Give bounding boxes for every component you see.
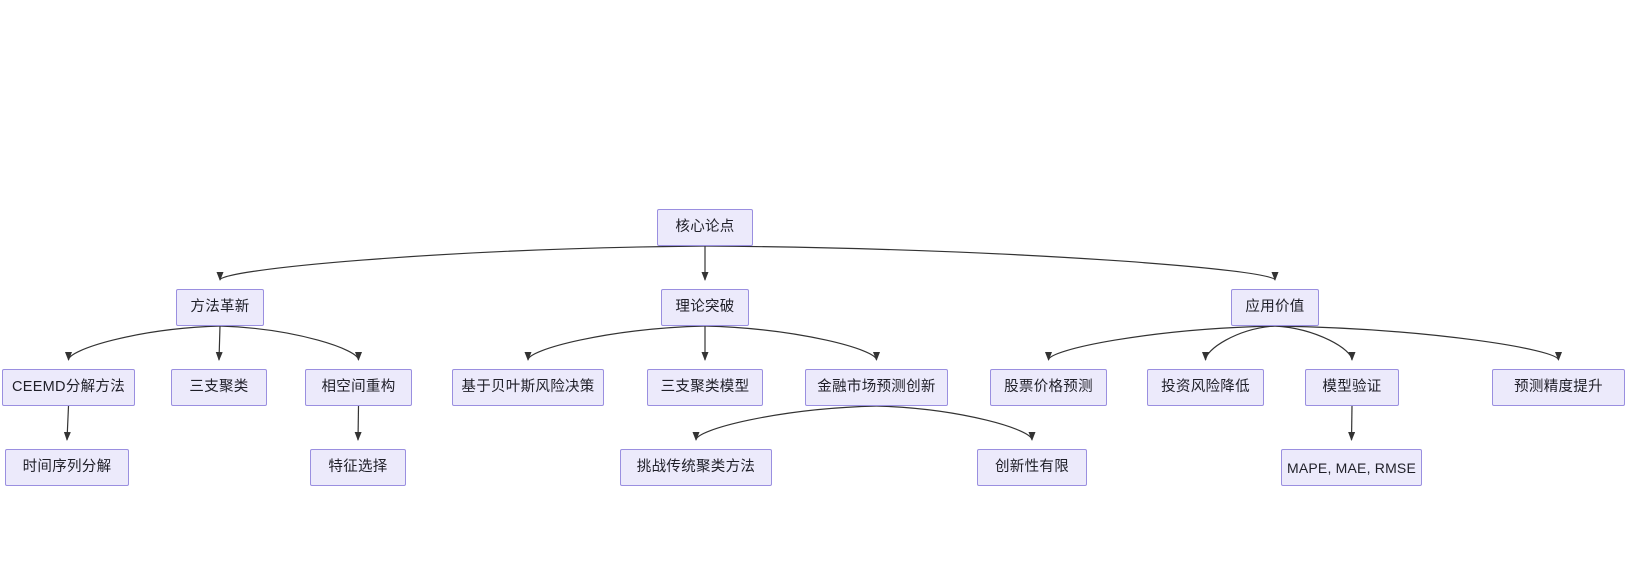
edge-root-to-b1 [216, 245, 706, 281]
node-label: 股票价格预测 [1004, 379, 1093, 396]
node-label: 基于贝叶斯风险决策 [461, 379, 595, 396]
node-d1[interactable]: 时间序列分解 [5, 449, 129, 486]
node-c2[interactable]: 三支聚类 [171, 369, 267, 406]
node-label: 方法革新 [190, 299, 250, 316]
node-b2[interactable]: 理论突破 [661, 289, 749, 326]
node-label: 核心论点 [675, 219, 735, 236]
node-b3[interactable]: 应用价值 [1231, 289, 1319, 326]
node-root[interactable]: 核心论点 [657, 209, 753, 246]
edge-b3-to-c9 [1274, 325, 1356, 361]
edge-c9-to-d5 [1348, 405, 1356, 441]
node-label: 投资风险降低 [1161, 379, 1250, 396]
edge-c6-to-d3 [692, 405, 877, 441]
node-c5[interactable]: 三支聚类模型 [647, 369, 763, 406]
edge-b2-to-c4 [524, 325, 706, 361]
edge-b3-to-c8 [1202, 325, 1276, 361]
node-d3[interactable]: 挑战传统聚类方法 [620, 449, 772, 486]
node-c9[interactable]: 模型验证 [1305, 369, 1399, 406]
edge-b3-to-c7 [1045, 325, 1276, 361]
edge-b3-to-c10 [1274, 325, 1562, 361]
node-label: 相空间重构 [321, 379, 396, 396]
node-c7[interactable]: 股票价格预测 [990, 369, 1107, 406]
node-b1[interactable]: 方法革新 [176, 289, 264, 326]
node-label: 金融市场预测创新 [817, 379, 936, 396]
node-label: 创新性有限 [995, 459, 1069, 476]
node-c10[interactable]: 预测精度提升 [1492, 369, 1625, 406]
node-label: 理论突破 [675, 299, 735, 316]
edge-b1-to-c2 [215, 325, 223, 361]
edge-b2-to-c6 [704, 325, 880, 361]
node-label: CEEMD分解方法 [11, 379, 126, 396]
edge-b1-to-c1 [65, 325, 221, 361]
node-c6[interactable]: 金融市场预测创新 [805, 369, 948, 406]
node-d2[interactable]: 特征选择 [310, 449, 406, 486]
edge-c1-to-d1 [63, 405, 71, 441]
node-c1[interactable]: CEEMD分解方法 [2, 369, 135, 406]
node-c3[interactable]: 相空间重构 [305, 369, 412, 406]
node-label: 时间序列分解 [22, 459, 112, 476]
edge-c3-to-d2 [354, 405, 362, 441]
node-label: 预测精度提升 [1514, 379, 1603, 396]
node-label: 模型验证 [1322, 379, 1382, 396]
node-label: 特征选择 [328, 459, 388, 476]
node-c4[interactable]: 基于贝叶斯风险决策 [452, 369, 604, 406]
node-d5[interactable]: MAPE, MAE, RMSE [1281, 449, 1422, 486]
edge-root-to-b3 [704, 245, 1279, 281]
node-c8[interactable]: 投资风险降低 [1147, 369, 1264, 406]
node-label: 应用价值 [1245, 299, 1305, 316]
node-label: 三支聚类模型 [660, 379, 750, 396]
node-label: 三支聚类 [189, 379, 249, 396]
node-d4[interactable]: 创新性有限 [977, 449, 1087, 486]
edge-c6-to-d4 [876, 405, 1036, 441]
node-label: 挑战传统聚类方法 [636, 459, 756, 476]
node-label: MAPE, MAE, RMSE [1286, 459, 1417, 476]
edge-b1-to-c3 [219, 325, 362, 361]
